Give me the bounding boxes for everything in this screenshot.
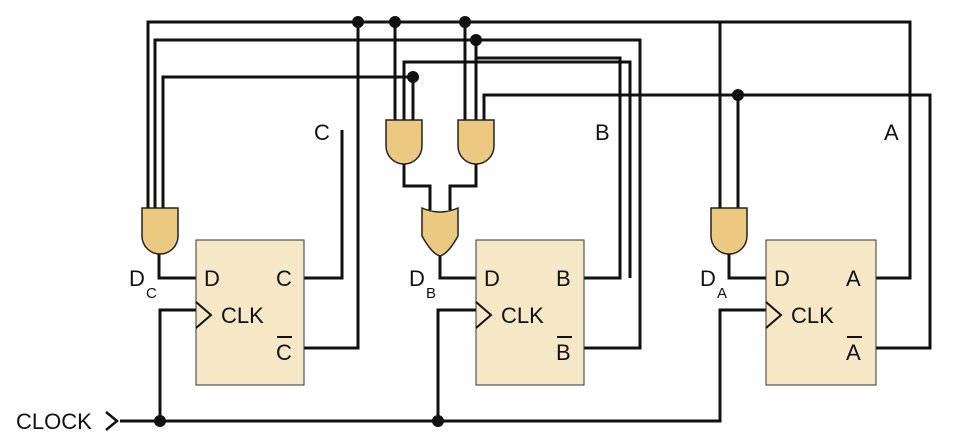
dc-label: D bbox=[129, 266, 145, 291]
wiring bbox=[120, 20, 932, 423]
bus-b bbox=[153, 38, 642, 350]
qbar-pin-label: A bbox=[846, 340, 861, 365]
clk-pin-label: CLK bbox=[221, 303, 264, 328]
d-pin-label: D bbox=[484, 266, 500, 291]
input-labels: D C D B D A bbox=[129, 266, 727, 302]
clock-arrow-icon bbox=[105, 411, 119, 431]
qbar-pin-label: C bbox=[276, 340, 292, 365]
flipflop-body bbox=[765, 239, 877, 386]
flipflop-body bbox=[195, 239, 305, 386]
junction bbox=[154, 415, 166, 427]
flipflop-body bbox=[475, 239, 585, 386]
bus-abar bbox=[482, 93, 932, 350]
junction bbox=[432, 415, 444, 427]
output-c-label: C bbox=[314, 120, 330, 145]
output-b-label: B bbox=[595, 120, 610, 145]
output-labels: C B A bbox=[314, 120, 899, 145]
clock-triangle bbox=[195, 301, 213, 329]
junction-dots bbox=[154, 16, 744, 427]
qbar-pin-label: B bbox=[556, 340, 571, 365]
logic-gates bbox=[141, 119, 748, 257]
flipflop-a: D CLK A A bbox=[765, 239, 877, 386]
and-gate-a bbox=[710, 207, 748, 255]
flipflop-c: D CLK C C bbox=[195, 239, 305, 386]
clock-to-ff-b bbox=[436, 308, 476, 421]
clock-to-ff-c bbox=[158, 308, 196, 421]
clock-triangle bbox=[475, 301, 493, 329]
db-label: D bbox=[409, 266, 425, 291]
and2-to-or bbox=[448, 164, 478, 210]
and1-to-or bbox=[402, 164, 432, 210]
da-subscript: A bbox=[717, 285, 727, 302]
q-pin-label: A bbox=[846, 266, 861, 291]
junction bbox=[459, 16, 471, 28]
or-gate-b bbox=[421, 206, 459, 257]
bus-cbar bbox=[161, 75, 415, 208]
wire-qbar-c bbox=[304, 22, 360, 350]
clock-label: CLOCK bbox=[16, 409, 92, 434]
clk-pin-label: CLK bbox=[501, 303, 544, 328]
q-pin-label: B bbox=[556, 266, 571, 291]
dc-subscript: C bbox=[146, 285, 157, 302]
junction bbox=[352, 16, 364, 28]
da-label: D bbox=[700, 266, 716, 291]
junction bbox=[470, 34, 482, 46]
junction bbox=[389, 16, 401, 28]
bus-a bbox=[146, 20, 722, 208]
q-pin-label: C bbox=[276, 266, 292, 291]
clk-pin-label: CLK bbox=[791, 303, 834, 328]
d-pin-label: D bbox=[774, 266, 790, 291]
output-a-label: A bbox=[884, 120, 899, 145]
junction bbox=[732, 89, 744, 101]
db-subscript: B bbox=[426, 285, 436, 302]
and-gate-b1 bbox=[385, 119, 423, 165]
clock-bus bbox=[120, 308, 766, 423]
db-wire bbox=[438, 254, 476, 280]
flipflop-b: D CLK B B bbox=[475, 239, 585, 386]
da-wire bbox=[727, 254, 766, 280]
clock-input: CLOCK bbox=[16, 409, 119, 434]
clock-triangle bbox=[765, 301, 783, 329]
wire-q-a bbox=[720, 20, 912, 280]
d-pin-label: D bbox=[204, 266, 220, 291]
wire-q-c bbox=[304, 130, 344, 280]
dc-wire bbox=[157, 254, 196, 280]
junction bbox=[407, 71, 419, 83]
and-gate-c bbox=[141, 207, 179, 255]
and-gate-b2 bbox=[457, 119, 495, 165]
and1-input-c bbox=[402, 60, 632, 278]
